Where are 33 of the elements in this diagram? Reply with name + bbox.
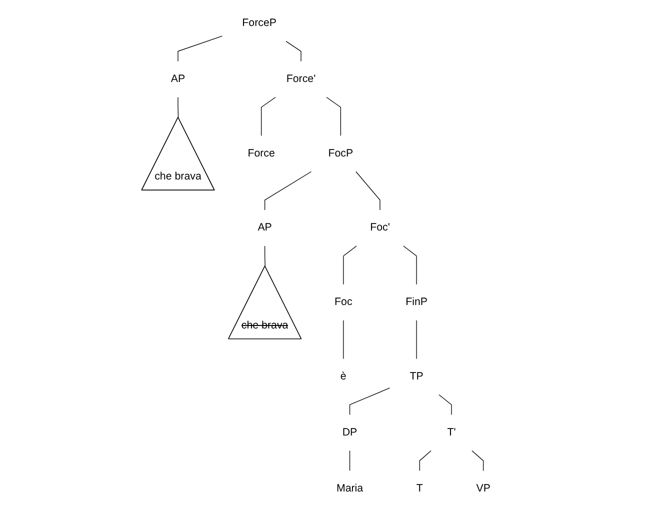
connector	[403, 246, 417, 285]
node-text: T'	[447, 426, 456, 438]
connector	[419, 450, 432, 472]
node-text: Force'	[286, 73, 316, 85]
connector	[286, 40, 302, 62]
node-text: ForceP	[242, 17, 277, 29]
connector	[264, 171, 312, 210]
connector	[178, 36, 222, 62]
connector	[472, 450, 484, 472]
node-text: è	[340, 370, 346, 382]
node-text: Foc'	[370, 222, 390, 234]
node-text: DP	[342, 426, 358, 438]
connector	[343, 320, 344, 360]
node-text: FocP	[328, 148, 354, 159]
node-text: Force	[248, 148, 275, 159]
connector	[349, 450, 350, 472]
connector	[416, 320, 417, 360]
node-text: AP	[170, 73, 186, 85]
connector	[264, 246, 266, 267]
node-text: Maria	[336, 482, 364, 494]
connector	[178, 96, 179, 118]
node-text: VP	[476, 482, 490, 494]
node-text: T	[416, 482, 423, 494]
node-text: AP	[258, 222, 272, 234]
connector	[356, 171, 380, 210]
connector	[349, 388, 390, 416]
connector	[438, 394, 452, 416]
node-text: Foc	[334, 296, 352, 308]
connector	[343, 246, 357, 285]
connector	[326, 96, 342, 136]
connector	[260, 96, 276, 136]
node-text: FinP	[406, 296, 428, 308]
node-text: TP	[410, 370, 424, 382]
